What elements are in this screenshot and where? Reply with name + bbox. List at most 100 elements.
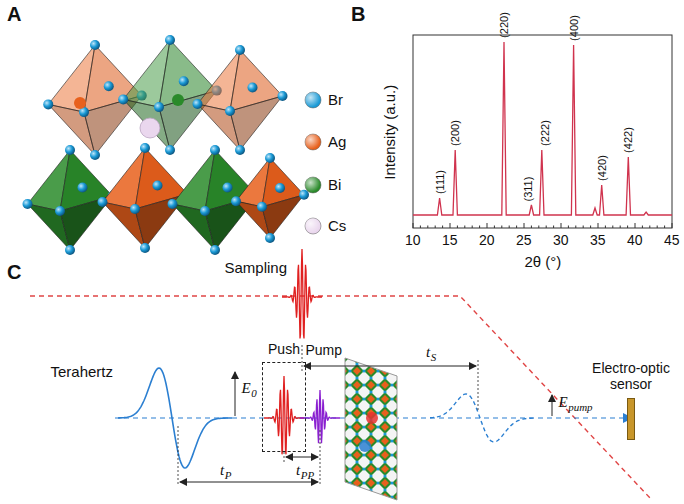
br-atom	[278, 91, 288, 101]
br-atom	[225, 106, 235, 116]
tick	[435, 226, 436, 229]
br-atom	[104, 81, 114, 91]
push-pulse	[264, 376, 304, 454]
br-atom	[65, 245, 75, 255]
octahedron-face	[48, 104, 95, 155]
crystal-structure	[23, 35, 310, 255]
text-label: t	[220, 462, 224, 479]
tick	[457, 226, 458, 229]
node-label: Electro-optic sensor	[584, 360, 678, 392]
tick	[509, 226, 510, 229]
br-atom	[265, 153, 275, 163]
br-atom	[168, 199, 178, 209]
br-atom	[43, 99, 53, 109]
legend-swatch	[305, 134, 321, 150]
swatch-highlight	[305, 177, 321, 193]
node-label: Push	[260, 341, 308, 357]
text-label: P	[225, 469, 232, 481]
tick	[450, 223, 451, 228]
tick	[531, 226, 532, 229]
legend-swatch	[305, 218, 321, 234]
axis-ticks	[413, 223, 672, 228]
tick	[620, 226, 621, 229]
br-atom	[153, 181, 163, 191]
text-label: (111)	[434, 170, 446, 194]
guide-line	[478, 360, 479, 412]
octahedron-face	[262, 195, 304, 238]
plot-frame	[413, 35, 672, 228]
text-label: Intensity (a.u.)	[382, 84, 399, 179]
text-label: pump	[568, 401, 592, 413]
text-label: 0	[251, 387, 257, 399]
br-atom	[193, 99, 203, 109]
octahedron-face	[60, 196, 113, 250]
br-atom	[140, 243, 150, 253]
xrd-trace	[413, 42, 672, 215]
br-atom	[55, 206, 65, 216]
tick	[561, 223, 562, 228]
tick	[487, 223, 488, 228]
legend-text: Cs	[328, 218, 346, 235]
text-label: S	[431, 351, 437, 363]
panel-letter: C	[7, 261, 21, 283]
tick	[464, 226, 465, 229]
text-label: (420)	[595, 155, 607, 181]
br-atom	[275, 183, 285, 193]
tick	[479, 226, 480, 229]
octahedron-face	[60, 150, 113, 211]
br-atom	[23, 199, 33, 209]
br-atom	[223, 183, 233, 193]
transmitted-wave	[430, 394, 536, 442]
br-atom	[90, 40, 100, 50]
dashed-frame	[262, 362, 306, 452]
text-label: 15	[442, 233, 458, 248]
br-atom	[231, 196, 241, 206]
text-label: (400)	[567, 15, 579, 41]
tick	[442, 226, 443, 229]
tpp-arrow	[286, 457, 318, 458]
text-label: 2θ (°)	[525, 254, 562, 271]
tick	[516, 226, 517, 229]
bi-atom	[172, 94, 184, 106]
text-label: 35	[590, 233, 606, 248]
br-atom	[78, 183, 88, 193]
tick	[472, 226, 473, 229]
br-atom	[257, 202, 267, 212]
br-atom	[165, 145, 175, 155]
octahedron-face	[173, 204, 216, 250]
text-label: (422)	[622, 127, 634, 153]
sensor-crystal	[627, 398, 635, 440]
tick	[598, 223, 599, 228]
legend-swatch	[305, 177, 321, 193]
tick	[553, 226, 554, 229]
text-label: Pump	[306, 343, 343, 358]
legend-text: Br	[328, 92, 343, 109]
br-atom	[200, 206, 210, 216]
legend-text: Bi	[328, 177, 341, 194]
tick	[649, 226, 650, 229]
br-atom	[265, 233, 275, 243]
hole	[359, 440, 371, 452]
sampling-beam	[30, 296, 650, 498]
electron	[366, 412, 378, 424]
text-label: Sampling	[225, 260, 288, 277]
legend-spheres	[305, 92, 321, 234]
tick	[427, 226, 428, 229]
text-label: t	[426, 344, 430, 361]
guide-line	[178, 426, 179, 486]
thz-wave	[118, 368, 232, 468]
br-atom	[154, 102, 164, 112]
octahedron-face	[230, 96, 283, 150]
text-label: t	[296, 462, 300, 479]
octahedron-face	[103, 202, 146, 248]
tick	[612, 226, 613, 229]
tick	[568, 226, 569, 229]
octahedron-face	[28, 204, 71, 250]
push-box: Push	[260, 341, 308, 452]
br-atom	[98, 197, 108, 207]
br-atom	[299, 190, 309, 200]
text-label: PP	[301, 469, 314, 481]
br-atom	[248, 83, 258, 93]
